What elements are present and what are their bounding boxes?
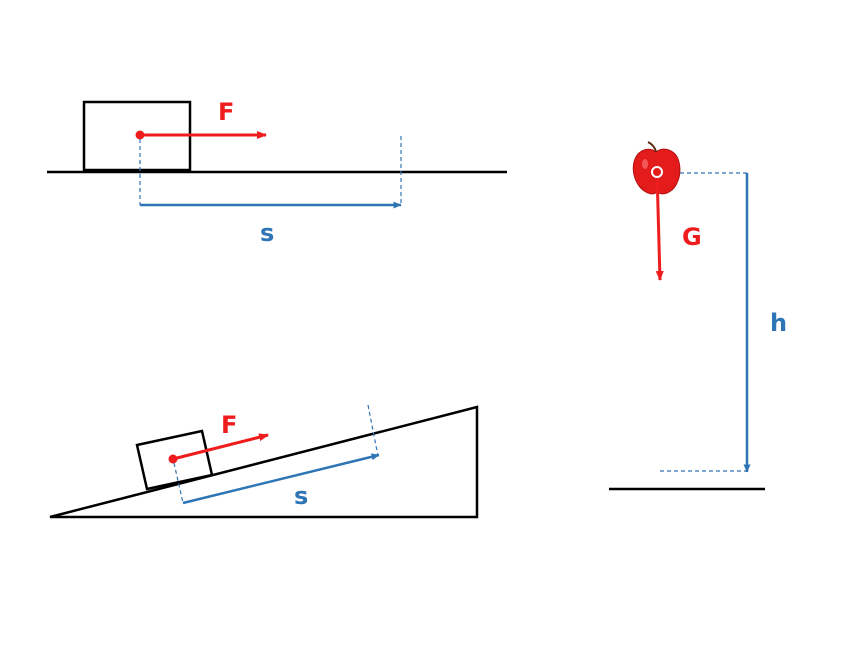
incline-triangle <box>49 405 479 519</box>
incline-end-marker-dashed <box>367 404 379 457</box>
force-arrow-incline <box>172 433 269 461</box>
displacement-label-top: s <box>260 219 274 247</box>
force-label-incline: F <box>221 411 237 439</box>
apple-center-dot <box>651 166 663 178</box>
gravity-arrow <box>655 171 664 281</box>
height-label: h <box>770 309 787 337</box>
horizontal-scene: F s <box>47 98 507 247</box>
force-origin-dot-incline <box>168 454 178 464</box>
incline-scene: F s <box>49 404 479 519</box>
falling-apple-scene: G h <box>609 141 787 491</box>
displacement-arrow-incline <box>182 453 380 505</box>
gravity-label: G <box>682 223 702 251</box>
displacement-label-incline: s <box>294 482 308 510</box>
force-origin-dot-top <box>135 130 145 140</box>
force-label-top: F <box>218 98 234 126</box>
